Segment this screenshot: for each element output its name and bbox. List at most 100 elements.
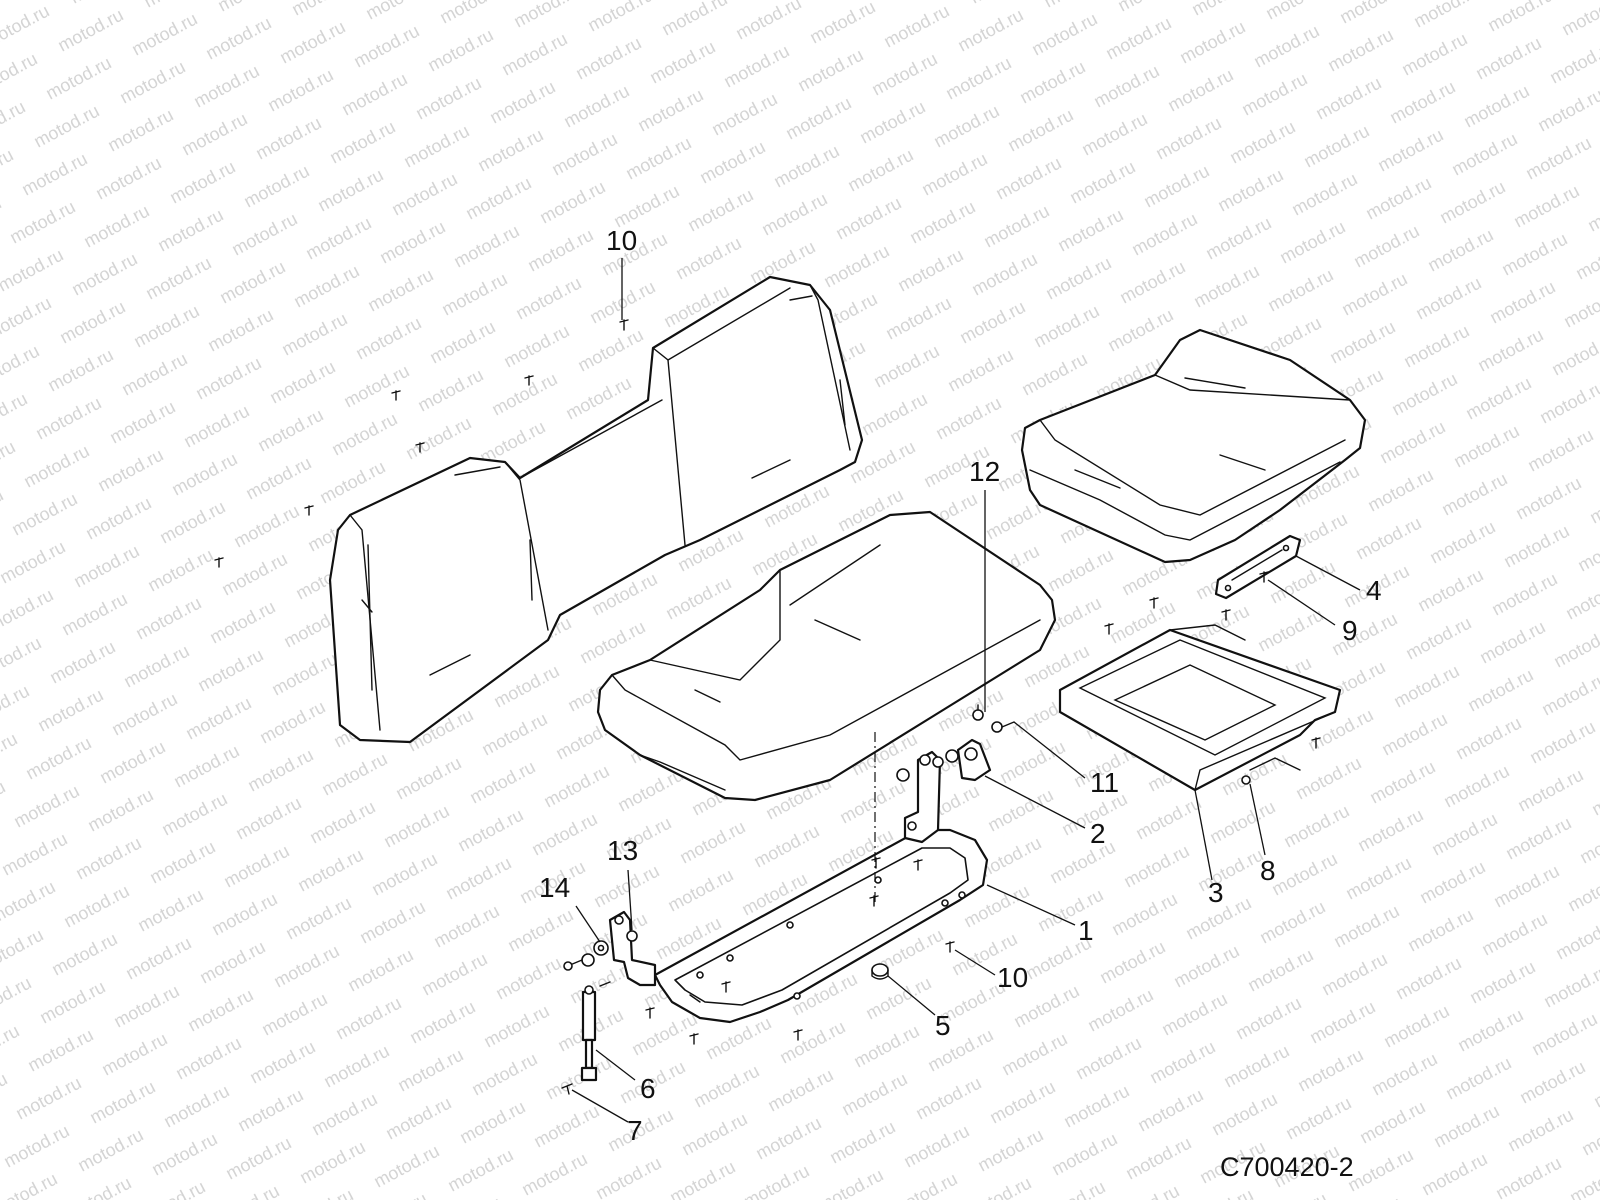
watermark-text: motod.ru (956, 297, 1028, 348)
watermark-text: motod.ru (32, 393, 104, 444)
seat-backrest (328, 275, 864, 744)
watermark-text: motod.ru (1380, 1001, 1452, 1052)
watermark-text: motod.ru (1078, 109, 1150, 160)
watermark-text: motod.ru (1366, 757, 1438, 808)
watermark-text: motod.ru (1110, 1181, 1182, 1200)
nut-frame (896, 768, 910, 782)
watermark-text: motod.ru (1538, 669, 1600, 720)
watermark-text: motod.ru (592, 1153, 664, 1200)
watermark-text: motod.ru (1566, 1157, 1600, 1200)
nut-part-12 (972, 704, 984, 721)
watermark-text: motod.ru (370, 1141, 442, 1192)
watermark-text: motod.ru (820, 241, 892, 292)
watermark-text: motod.ru (72, 833, 144, 884)
watermark-text: motod.ru (1574, 525, 1600, 576)
watermark-text: motod.ru (0, 341, 43, 392)
watermark-text: motod.ru (628, 1009, 700, 1060)
watermark-text: motod.ru (332, 993, 404, 1044)
watermark-text: motod.ru (1102, 13, 1174, 64)
watermark-text: motod.ru (1190, 261, 1262, 312)
watermark-text: motod.ru (414, 365, 486, 416)
watermark-text: motod.ru (0, 633, 45, 684)
watermark-text: motod.ru (278, 309, 350, 360)
watermark-text: motod.ru (194, 645, 266, 696)
watermark-text: motod.ru (1188, 0, 1260, 20)
hinge-bracket-upper (903, 750, 942, 844)
watermark-text: motod.ru (432, 1193, 504, 1200)
watermark-text: motod.ru (844, 145, 916, 196)
watermark-text: motod.ru (0, 1, 53, 52)
watermark-text: motod.ru (862, 973, 934, 1024)
watermark-text: motod.ru (0, 925, 47, 976)
watermark-text: motod.ru (406, 997, 478, 1048)
watermark-text: motod.ru (92, 153, 164, 204)
watermark-text: motod.ru (1220, 1041, 1292, 1092)
backrest-screws (214, 319, 629, 568)
callout-3: 3 (1208, 877, 1224, 908)
watermark-text: motod.ru (0, 537, 69, 588)
watermark-text: motod.ru (1388, 369, 1460, 420)
watermark-text: motod.ru (0, 485, 7, 536)
watermark-text: motod.ru (696, 137, 768, 188)
watermark-text: motod.ru (104, 105, 176, 156)
watermark-text: motod.ru (190, 61, 262, 112)
watermark-text: motod.ru (996, 737, 1068, 788)
watermark-text: motod.ru (1332, 1193, 1404, 1200)
watermark-text: motod.ru (1428, 809, 1500, 860)
watermark-text: motod.ru (0, 681, 33, 732)
watermark-text: motod.ru (540, 761, 612, 812)
watermark-text: motod.ru (350, 21, 422, 72)
watermark-text: motod.ru (154, 205, 226, 256)
watermark-text: motod.ru (1108, 889, 1180, 940)
watermark-text: motod.ru (1374, 125, 1446, 176)
watermark-text: motod.ru (826, 1117, 898, 1168)
watermark-text: motod.ru (1158, 989, 1230, 1040)
watermark-text: motod.ru (1306, 997, 1378, 1048)
watermark-text: motod.ru (986, 1077, 1058, 1128)
watermark-text: motod.ru (232, 793, 304, 844)
watermark-text: motod.ru (66, 0, 138, 8)
watermark-text: motod.ru (382, 1093, 454, 1144)
watermark-text: motod.ru (110, 981, 182, 1032)
watermark-text: motod.ru (1328, 609, 1400, 660)
watermark-text: motod.ru (1450, 421, 1522, 472)
watermark-text: motod.ru (1436, 177, 1508, 228)
watermark-text: motod.ru (1104, 305, 1176, 356)
watermark-text: motod.ru (230, 501, 302, 552)
watermark-text: motod.ru (954, 5, 1026, 56)
watermark-text: motod.ru (394, 1045, 466, 1096)
watermark-text: motod.ru (42, 53, 114, 104)
watermark-text: motod.ru (1132, 793, 1204, 844)
watermark-text: motod.ru (340, 361, 412, 412)
watermark-text: motod.ru (1344, 1145, 1416, 1196)
callout-1: 1 (1078, 915, 1094, 946)
watermark-text: motod.ru (764, 1065, 836, 1116)
watermark-text: motod.ru (466, 757, 538, 808)
watermark-text: motod.ru (1548, 329, 1600, 380)
watermark-text: motod.ru (1120, 841, 1192, 892)
watermark-text: motod.ru (1060, 1081, 1132, 1132)
watermark-text: motod.ru (270, 941, 342, 992)
watermark-text: motod.ru (1474, 325, 1546, 376)
watermark-text: motod.ru (1466, 957, 1538, 1008)
watermark-text: motod.ru (576, 617, 648, 668)
watermark-text: motod.ru (46, 637, 118, 688)
watermark-text: motod.ru (10, 781, 82, 832)
watermark-text: motod.ru (1352, 513, 1424, 564)
watermark-text: motod.ru (918, 149, 990, 200)
callout-10-top: 10 (606, 225, 637, 256)
watermark-text: motod.ru (426, 317, 498, 368)
watermark-text: motod.ru (1562, 573, 1600, 624)
watermark-text: motod.ru (590, 861, 662, 912)
watermark-text: motod.ru (1546, 37, 1600, 88)
watermark-text: motod.ru (1552, 913, 1600, 964)
watermark-text: motod.ru (376, 217, 448, 268)
watermark-text: motod.ru (0, 193, 5, 244)
watermark-text: motod.ru (1402, 613, 1474, 664)
watermark-text: motod.ru (1586, 477, 1600, 528)
watermark-text: motod.ru (646, 37, 718, 88)
watermark-text: motod.ru (512, 273, 584, 324)
watermark-text: motod.ru (0, 293, 55, 344)
watermark-text: motod.ru (814, 1165, 886, 1200)
watermark-text: motod.ru (168, 449, 240, 500)
